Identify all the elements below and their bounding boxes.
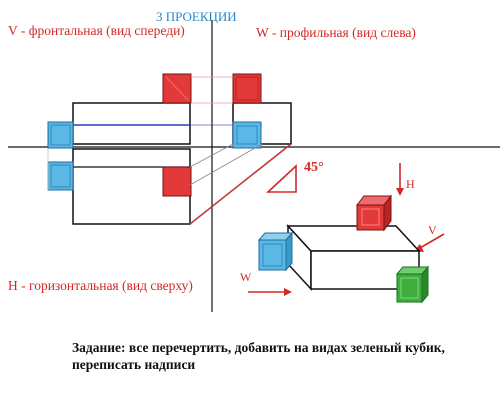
green-cube-isometric (395, 265, 430, 304)
isometric-view (257, 194, 430, 304)
axis-h-label: H (406, 177, 415, 191)
profile-view (190, 73, 292, 149)
task-line-2: переписать надписи (72, 357, 196, 372)
axis-v-label: V (428, 223, 437, 237)
horizontal-view-label: H - горизонтальная (вид сверху) (8, 278, 193, 293)
diagram-title: 3 ПРОЕКЦИИ (156, 9, 237, 24)
axis-w-label: W (240, 270, 252, 284)
transfer-45-line (189, 143, 292, 225)
red-cube-horizontal (162, 166, 192, 197)
frontal-view-label: V - фронтальная (вид спереди) (8, 23, 185, 38)
frontal-view (47, 73, 192, 149)
task-text: Задание: все перечертить, добавить на ви… (72, 339, 492, 373)
angle-triangle (265, 164, 297, 193)
blue-cube-horizontal (47, 161, 74, 191)
task-line-1: Задание: все перечертить, добавить на ви… (72, 340, 445, 355)
blue-cube-frontal (47, 121, 74, 149)
v-arrow (419, 233, 445, 249)
blue-cube-isometric (257, 231, 294, 272)
red-cube-profile (232, 73, 262, 104)
horizontal-view (47, 143, 292, 225)
frontal-box (72, 102, 191, 145)
red-cube-isometric (355, 194, 393, 232)
angle-label: 45° (304, 160, 324, 175)
profile-view-label: W - профильная (вид слева) (256, 25, 416, 40)
